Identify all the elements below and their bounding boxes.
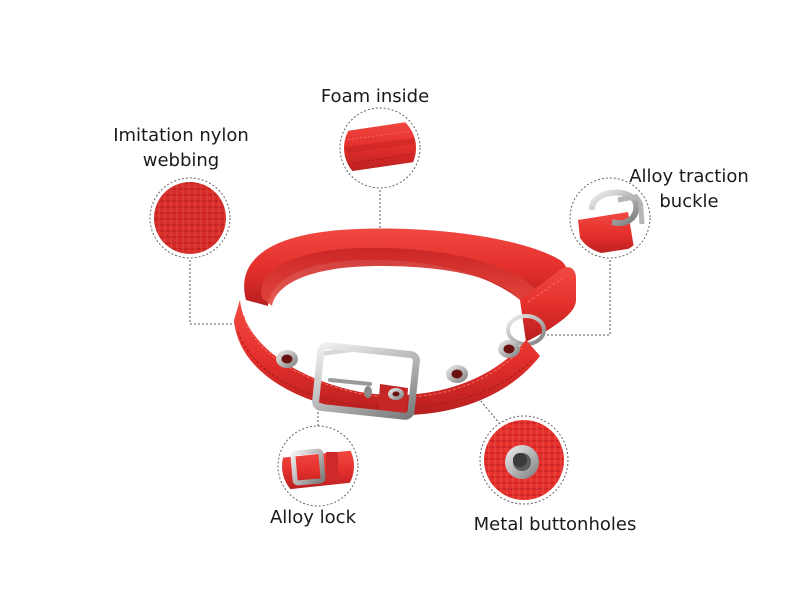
label-alloy-traction-line1: Alloy traction: [629, 166, 749, 187]
label-foam-inside: Foam inside: [290, 84, 460, 109]
label-imitation-nylon: Imitation nylon webbing: [96, 123, 266, 173]
label-imitation-nylon-line2: webbing: [142, 150, 220, 171]
callout-nylon-webbing: [149, 177, 231, 259]
label-alloy-traction-line2: buckle: [659, 191, 719, 212]
collar-inner-foam: [261, 247, 536, 306]
alloy-buckle: [312, 342, 420, 420]
callout-line-nylon: [189, 256, 244, 325]
collar-strap-tail: [520, 267, 576, 342]
label-alloy-lock: Alloy lock: [248, 505, 378, 530]
label-imitation-nylon-line1: Imitation nylon: [113, 125, 249, 146]
label-metal-buttonholes: Metal buttonholes: [450, 512, 660, 537]
callout-foam-inside: [339, 107, 421, 189]
metal-grommet: [276, 350, 298, 368]
callout-metal-buttonholes: [479, 415, 569, 505]
dog-collar: [234, 228, 576, 420]
callout-alloy-lock: [277, 425, 359, 507]
label-alloy-lock-text: Alloy lock: [269, 507, 357, 528]
callout-traction-buckle: [569, 177, 651, 259]
label-foam-inside-text: Foam inside: [320, 86, 430, 107]
collar-back-band: [244, 228, 569, 306]
metal-grommet: [446, 365, 468, 383]
label-alloy-traction: Alloy traction buckle: [614, 164, 764, 214]
label-metal-buttonholes-text: Metal buttonholes: [473, 514, 637, 535]
metal-grommet: [498, 340, 520, 358]
